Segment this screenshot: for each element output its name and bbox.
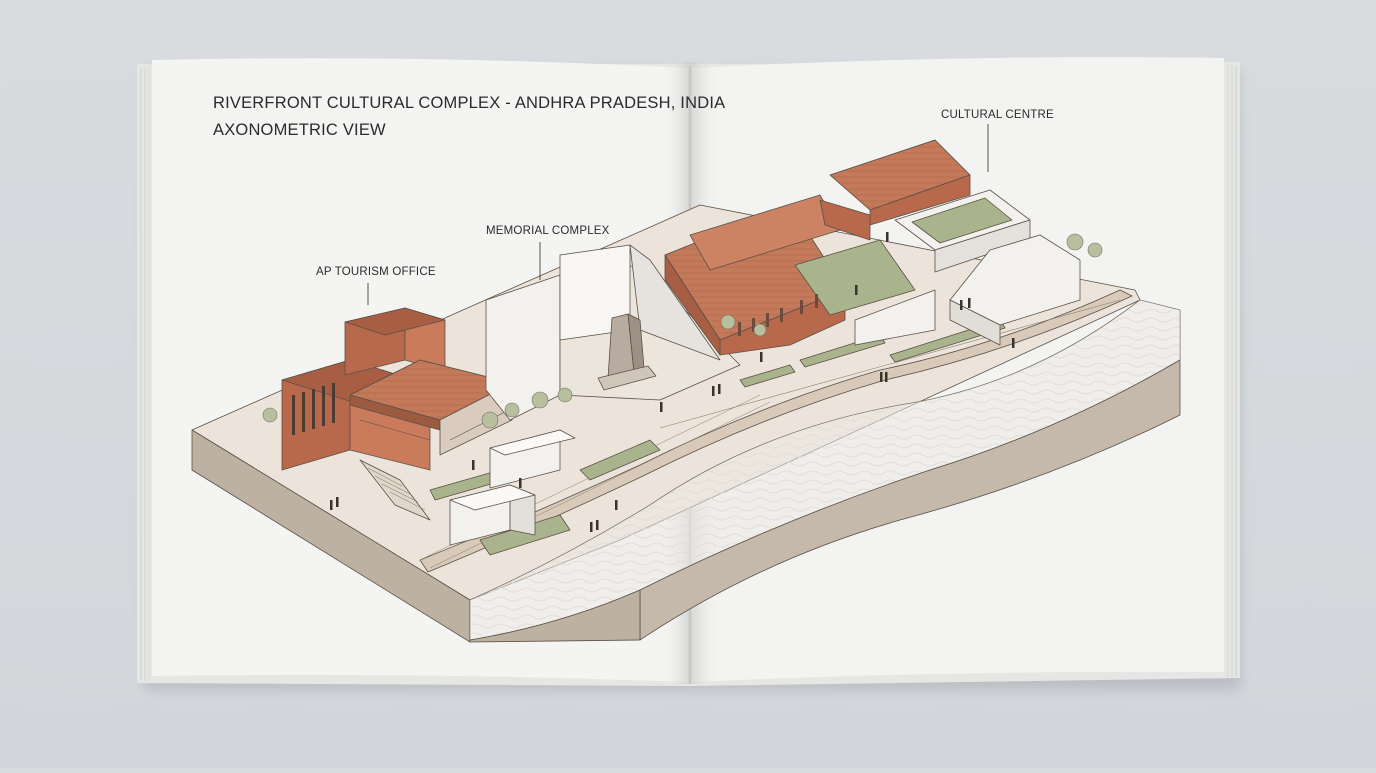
tourism-office-building [281, 307, 513, 521]
axonometric-site [191, 139, 1181, 643]
drawing-subtitle: AXONOMETRIC VIEW [213, 121, 386, 139]
callout-cultural-centre: CULTURAL CENTRE [941, 109, 1054, 121]
people-figures [330, 232, 1015, 532]
earth-section-right [639, 359, 1181, 641]
cultural-centre [664, 139, 1081, 356]
lawn-strip [579, 439, 661, 481]
memorial-complex [485, 244, 741, 421]
trees [262, 233, 1103, 429]
callout-memorial-complex: MEMORIAL COMPLEX [486, 225, 610, 237]
callout-tourism-office: AP TOURISM OFFICE [316, 266, 436, 278]
riverside-promenade [419, 289, 1133, 573]
drawing-title: RIVERFRONT CULTURAL COMPLEX - ANDHRA PRA… [213, 94, 726, 112]
